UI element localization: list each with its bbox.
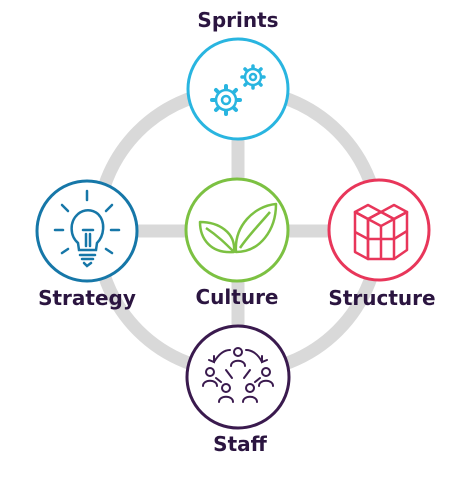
label-sprints: Sprints [197, 8, 279, 32]
gears-icon [210, 64, 266, 116]
label-strategy: Strategy [38, 286, 136, 310]
label-structure: Structure [328, 286, 436, 310]
node-culture [184, 177, 290, 283]
leaves-icon [198, 202, 278, 254]
node-sprints [186, 37, 290, 141]
node-structure [327, 178, 431, 282]
node-staff [185, 324, 291, 430]
label-staff: Staff [213, 432, 267, 456]
label-culture: Culture [195, 285, 279, 309]
node-strategy [35, 179, 139, 283]
cubes-icon [353, 203, 409, 261]
connector-spokes [135, 130, 332, 330]
lightbulb-icon [53, 189, 121, 268]
people-network-icon [202, 347, 274, 403]
